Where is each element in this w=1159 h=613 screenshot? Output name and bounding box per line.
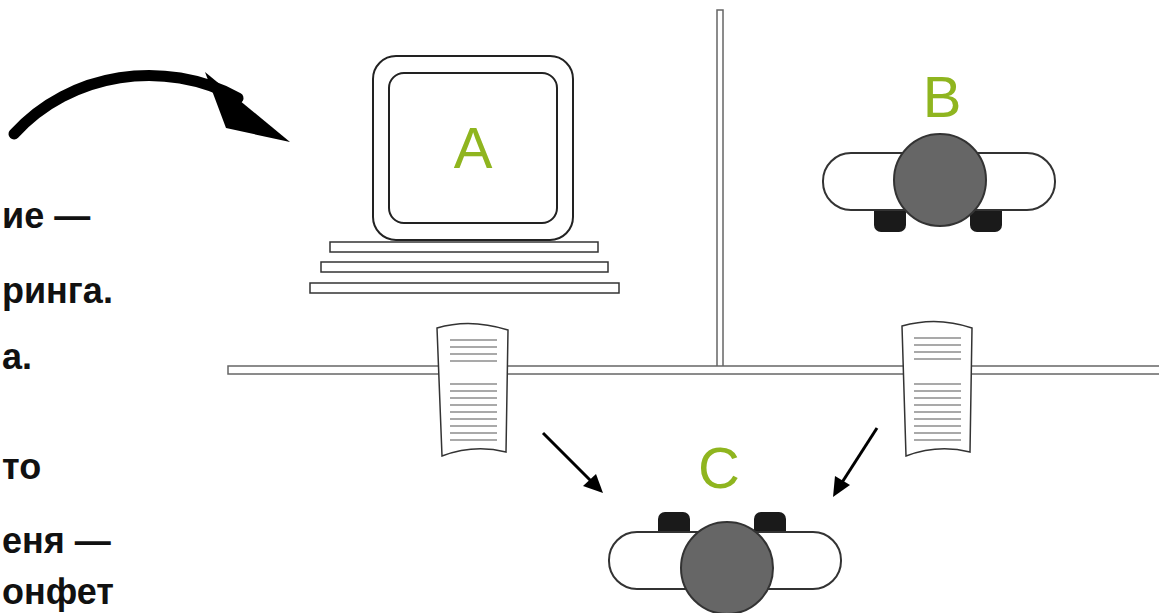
pointer-arrowhead [205,72,290,142]
vertical-wall [717,10,723,368]
participant-letter: C [698,439,740,497]
horizontal-wall [228,366,1159,374]
person-b-figure [823,134,1055,232]
cropped-text-line: еня — [2,520,111,561]
participant-letter: B [923,68,962,126]
keyboard-bar [310,283,619,293]
keyboard-bar [330,242,598,252]
cropped-text-line: онфет [2,571,114,612]
paper-slip [437,323,508,456]
keyboard-bar [321,262,608,272]
person-c-figure [609,512,841,613]
paper-slip [902,321,972,456]
computer-monitor: A [372,55,574,241]
cropped-text-line: ие — [2,195,90,236]
message-arrowhead [833,476,850,497]
participant-letter: A [454,119,493,177]
cropped-text-line: ринга. [2,270,113,311]
message-arrow [841,428,877,484]
message-arrow [543,433,592,482]
cropped-text-line: а. [2,336,32,377]
message-arrowhead [583,474,603,493]
pointer-arrow [14,75,238,134]
cropped-text-line: то [2,446,41,487]
